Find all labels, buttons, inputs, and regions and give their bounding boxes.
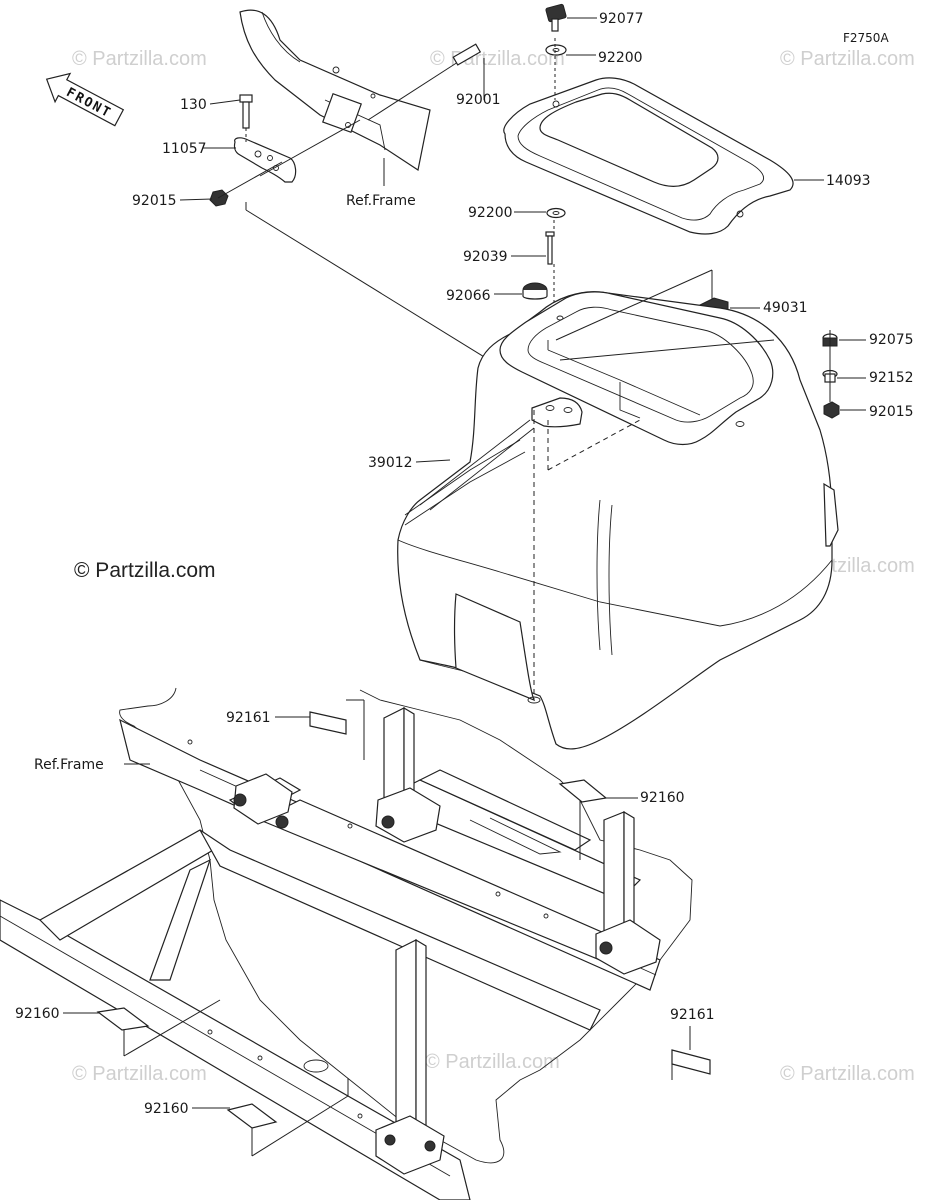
diagram-code: F2750A (843, 31, 889, 45)
storage-box-39012 (397, 291, 839, 750)
label-11057: 11057 (162, 141, 207, 157)
bracket-11057 (233, 137, 297, 183)
label-ref-frame-top: Ref.Frame (346, 193, 416, 209)
label-plate-92161-right (671, 1049, 711, 1075)
label-92200-top: 92200 (598, 50, 643, 66)
label-130: 130 (180, 97, 207, 113)
key-92077 (545, 3, 567, 32)
lower-frame (0, 687, 693, 1200)
label-92075: 92075 (869, 332, 914, 348)
label-92152: 92152 (869, 370, 914, 386)
pin-92039 (545, 231, 555, 265)
label-92160-bottom: 92160 (144, 1101, 189, 1117)
label-92200-mid: 92200 (468, 205, 513, 221)
front-arrow-icon: FRONT (45, 72, 125, 127)
watermark-text: © Partzilla.com (425, 1051, 560, 1073)
watermark-text: © Partzilla.com (780, 1063, 915, 1085)
label-92015-right: 92015 (869, 404, 914, 420)
label-92001: 92001 (456, 92, 501, 108)
watermark-text: © Partzilla.com (780, 48, 915, 70)
front-arrow-label: FRONT (64, 85, 114, 121)
watermark-text: © Partzilla.com (72, 48, 207, 70)
lid-14093 (503, 77, 794, 235)
label-92077: 92077 (599, 11, 644, 27)
label-plate-92160-left (96, 1007, 150, 1031)
label-92015-left: 92015 (132, 193, 177, 209)
washer-92200-mid (546, 207, 566, 219)
watermark-text: © Partzilla.com (72, 1063, 207, 1085)
label-92160-right: 92160 (640, 790, 685, 806)
label-plate-92160-right (558, 779, 608, 803)
label-49031: 49031 (763, 300, 808, 316)
washer-92200-top (545, 44, 567, 56)
copyright-text: © Partzilla.com (74, 559, 216, 582)
bolt-130 (239, 94, 253, 142)
label-14093: 14093 (826, 173, 871, 189)
label-92066: 92066 (446, 288, 491, 304)
cap-92066 (522, 282, 548, 300)
nut-92015-right (823, 401, 840, 419)
bolt-92001 (367, 43, 485, 121)
frame-top-piece (239, 9, 431, 171)
label-92161-top: 92161 (226, 710, 271, 726)
label-92039: 92039 (463, 249, 508, 265)
label-92160-left: 92160 (15, 1006, 60, 1022)
label-plate-92161-top (309, 711, 347, 735)
label-ref-frame-left: Ref.Frame (34, 757, 104, 773)
label-39012: 39012 (368, 455, 413, 471)
label-92161-right: 92161 (670, 1007, 715, 1023)
label-plate-92160-bottom (226, 1103, 278, 1129)
